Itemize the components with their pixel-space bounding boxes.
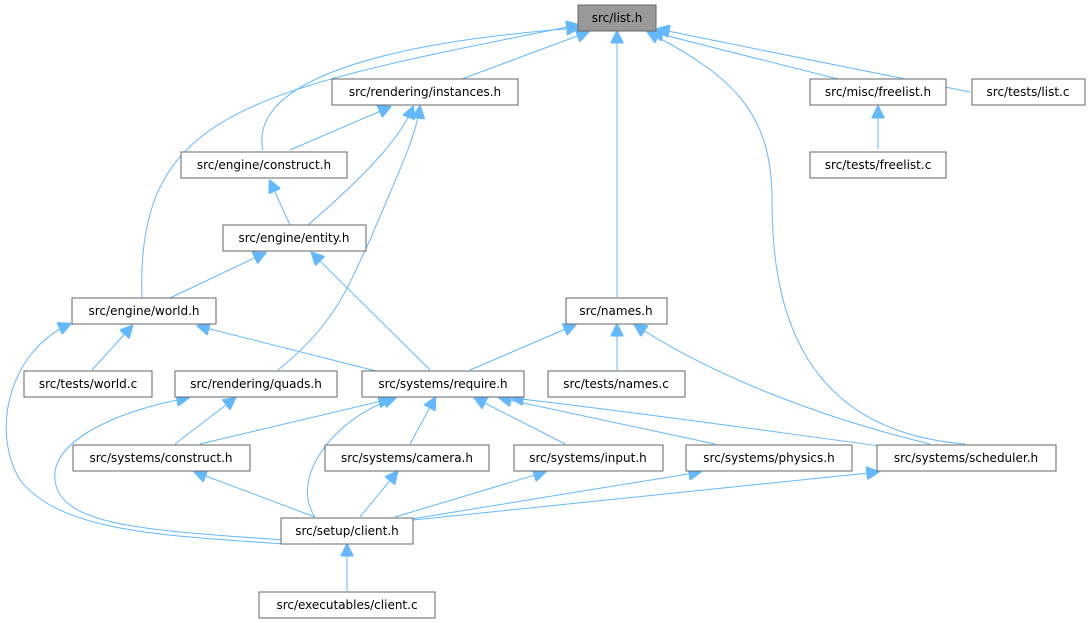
edge-world-to-entity xyxy=(169,253,265,299)
edge-require-to-entity xyxy=(312,253,431,371)
edge-client-to-camera xyxy=(359,472,397,518)
node-misc-freelist-h[interactable]: src/misc/freelist.h xyxy=(809,78,947,106)
node-tests-list-c[interactable]: src/tests/list.c xyxy=(971,78,1086,106)
svg-text:src/rendering/instances.h: src/rendering/instances.h xyxy=(349,85,501,99)
edge-client-to-world xyxy=(5,324,286,545)
svg-text:src/misc/freelist.h: src/misc/freelist.h xyxy=(825,85,931,99)
edge-scheduler-to-names xyxy=(635,325,931,445)
edges xyxy=(5,25,971,591)
edge-require-to-names xyxy=(469,325,575,371)
node-engine-world-h[interactable]: src/engine/world.h xyxy=(71,297,217,325)
svg-text:src/tests/names.c: src/tests/names.c xyxy=(563,377,669,391)
edge-freelist-to-list xyxy=(652,32,839,80)
edge-client-to-scheduler xyxy=(412,472,878,521)
svg-text:src/tests/world.c: src/tests/world.c xyxy=(39,377,137,391)
edge-entity-to-construct xyxy=(270,181,291,226)
node-executables-client-c[interactable]: src/executables/client.c xyxy=(258,591,436,619)
edge-sys-construct-to-quads xyxy=(174,398,235,445)
svg-text:src/setup/client.h: src/setup/client.h xyxy=(295,524,399,538)
edge-construct-to-list xyxy=(261,28,578,151)
edge-scheduler-to-list xyxy=(648,32,966,445)
edge-client-to-sys-construct xyxy=(195,472,316,518)
edge-require-to-world xyxy=(198,326,381,373)
svg-text:src/systems/construct.h: src/systems/construct.h xyxy=(89,451,232,465)
node-engine-entity-h[interactable]: src/engine/entity.h xyxy=(222,224,367,252)
edge-instances-to-list xyxy=(461,32,588,80)
svg-text:src/engine/construct.h: src/engine/construct.h xyxy=(197,158,331,172)
node-systems-require-h[interactable]: src/systems/require.h xyxy=(361,370,525,398)
node-tests-world-c[interactable]: src/tests/world.c xyxy=(23,370,153,398)
edge-input-to-require xyxy=(475,398,566,445)
svg-text:src/rendering/quads.h: src/rendering/quads.h xyxy=(190,377,322,391)
svg-text:src/tests/list.c: src/tests/list.c xyxy=(987,85,1070,99)
node-systems-physics-h[interactable]: src/systems/physics.h xyxy=(685,444,853,472)
node-rendering-quads-h[interactable]: src/rendering/quads.h xyxy=(174,370,338,398)
svg-text:src/systems/require.h: src/systems/require.h xyxy=(378,377,507,391)
svg-text:src/systems/input.h: src/systems/input.h xyxy=(529,451,647,465)
svg-text:src/systems/camera.h: src/systems/camera.h xyxy=(341,451,473,465)
svg-text:src/systems/physics.h: src/systems/physics.h xyxy=(703,451,834,465)
node-tests-names-c[interactable]: src/tests/names.c xyxy=(547,370,686,398)
node-names-h[interactable]: src/names.h xyxy=(565,297,668,325)
edge-client-to-physics xyxy=(404,472,700,521)
node-tests-freelist-c[interactable]: src/tests/freelist.c xyxy=(809,151,947,179)
node-systems-scheduler-h[interactable]: src/systems/scheduler.h xyxy=(876,444,1057,472)
svg-text:src/names.h: src/names.h xyxy=(579,304,652,318)
edge-world-to-list xyxy=(141,25,578,299)
edge-camera-to-require xyxy=(409,398,435,445)
node-systems-input-h[interactable]: src/systems/input.h xyxy=(513,444,664,472)
edge-client-to-require xyxy=(306,398,395,518)
svg-text:src/systems/scheduler.h: src/systems/scheduler.h xyxy=(894,451,1038,465)
edge-quads-to-instances xyxy=(277,107,420,371)
svg-text:src/tests/freelist.c: src/tests/freelist.c xyxy=(825,158,932,172)
edge-sys-construct-to-require xyxy=(199,399,390,445)
edge-physics-to-require xyxy=(500,398,716,445)
node-list-h[interactable]: src/list.h xyxy=(577,4,657,32)
edge-scheduler-to-require xyxy=(512,398,881,447)
edge-client-to-input xyxy=(394,472,545,518)
svg-text:src/engine/world.h: src/engine/world.h xyxy=(89,304,200,318)
node-rendering-instances-h[interactable]: src/rendering/instances.h xyxy=(331,78,519,106)
edge-construct-to-instances xyxy=(289,107,390,151)
edge-tests-world-to-world xyxy=(91,326,132,371)
edge-client-to-quads xyxy=(54,398,285,541)
node-systems-camera-h[interactable]: src/systems/camera.h xyxy=(324,444,490,472)
edge-entity-to-instances xyxy=(307,107,413,226)
svg-text:src/list.h: src/list.h xyxy=(592,11,643,25)
node-setup-client-h[interactable]: src/setup/client.h xyxy=(280,517,414,545)
node-systems-construct-h[interactable]: src/systems/construct.h xyxy=(72,444,251,472)
svg-text:src/executables/client.c: src/executables/client.c xyxy=(276,598,417,612)
svg-text:src/engine/entity.h: src/engine/entity.h xyxy=(238,231,349,245)
node-engine-construct-h[interactable]: src/engine/construct.h xyxy=(180,151,348,179)
